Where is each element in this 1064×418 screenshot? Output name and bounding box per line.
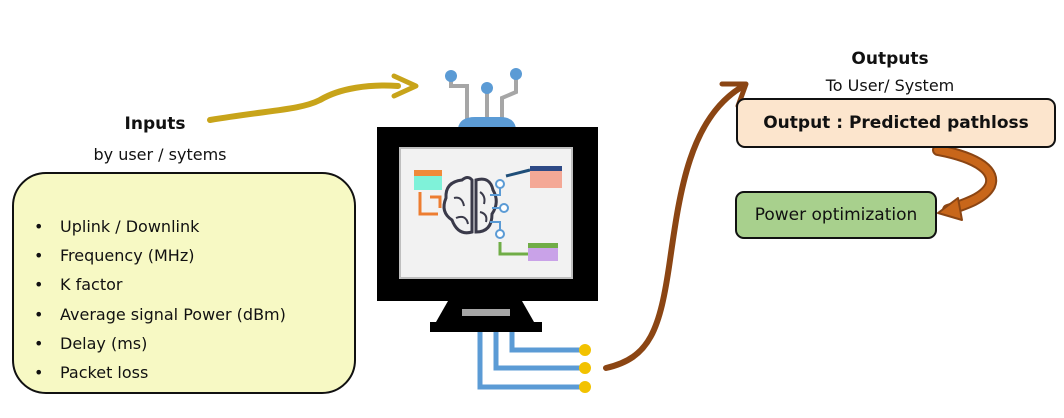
predicted-pathloss-box: Output : Predicted pathloss (736, 98, 1056, 148)
outputs-subtitle: To User/ System (825, 76, 955, 95)
inputs-list: •Uplink / Downlink •Frequency (MHz) •K f… (14, 174, 354, 387)
input-item-label: Packet loss (60, 362, 149, 382)
list-item: •Packet loss (34, 362, 149, 382)
list-item: •Average signal Power (dBm) (34, 304, 286, 324)
cable-connector-icon (477, 332, 591, 393)
list-item: •Uplink / Downlink (34, 217, 200, 236)
curved-arrow-icon (932, 144, 998, 221)
inputs-title: Inputs (124, 114, 186, 134)
input-item-label: Delay (ms) (60, 333, 148, 353)
input-item-label: Frequency (MHz) (60, 246, 195, 266)
input-item-label: Uplink / Downlink (60, 217, 200, 236)
input-item-label: K factor (60, 275, 123, 295)
brain-circuit-icon (414, 166, 562, 261)
input-arrow-icon (207, 73, 419, 123)
list-item: •Frequency (MHz) (34, 246, 195, 266)
list-item: •K factor (34, 275, 123, 295)
outputs-title: Outputs (851, 49, 929, 69)
input-item-label: Average signal Power (dBm) (60, 304, 286, 324)
inputs-box: •Uplink / Downlink •Frequency (MHz) •K f… (12, 172, 356, 394)
inputs-subtitle: by user / sytems (93, 145, 227, 164)
power-optimization-box: Power optimization (735, 191, 937, 239)
list-item: •Delay (ms) (34, 333, 148, 353)
output-arrow-icon (603, 81, 749, 371)
antenna-icon (445, 68, 522, 128)
